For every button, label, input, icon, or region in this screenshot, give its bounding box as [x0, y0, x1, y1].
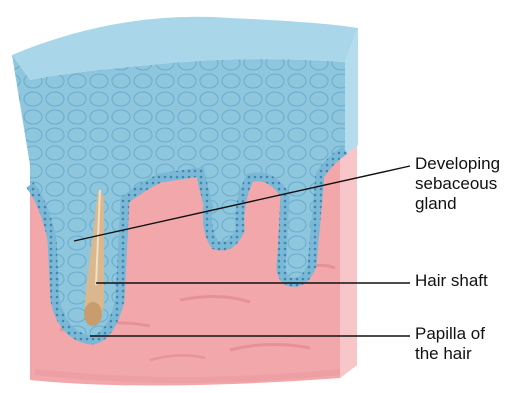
label-papilla-of-the-hair: Papilla of the hair	[415, 324, 485, 364]
label-developing-sebaceous-gland: Developing sebaceous gland	[415, 154, 500, 214]
label-hair-shaft: Hair shaft	[415, 271, 488, 291]
